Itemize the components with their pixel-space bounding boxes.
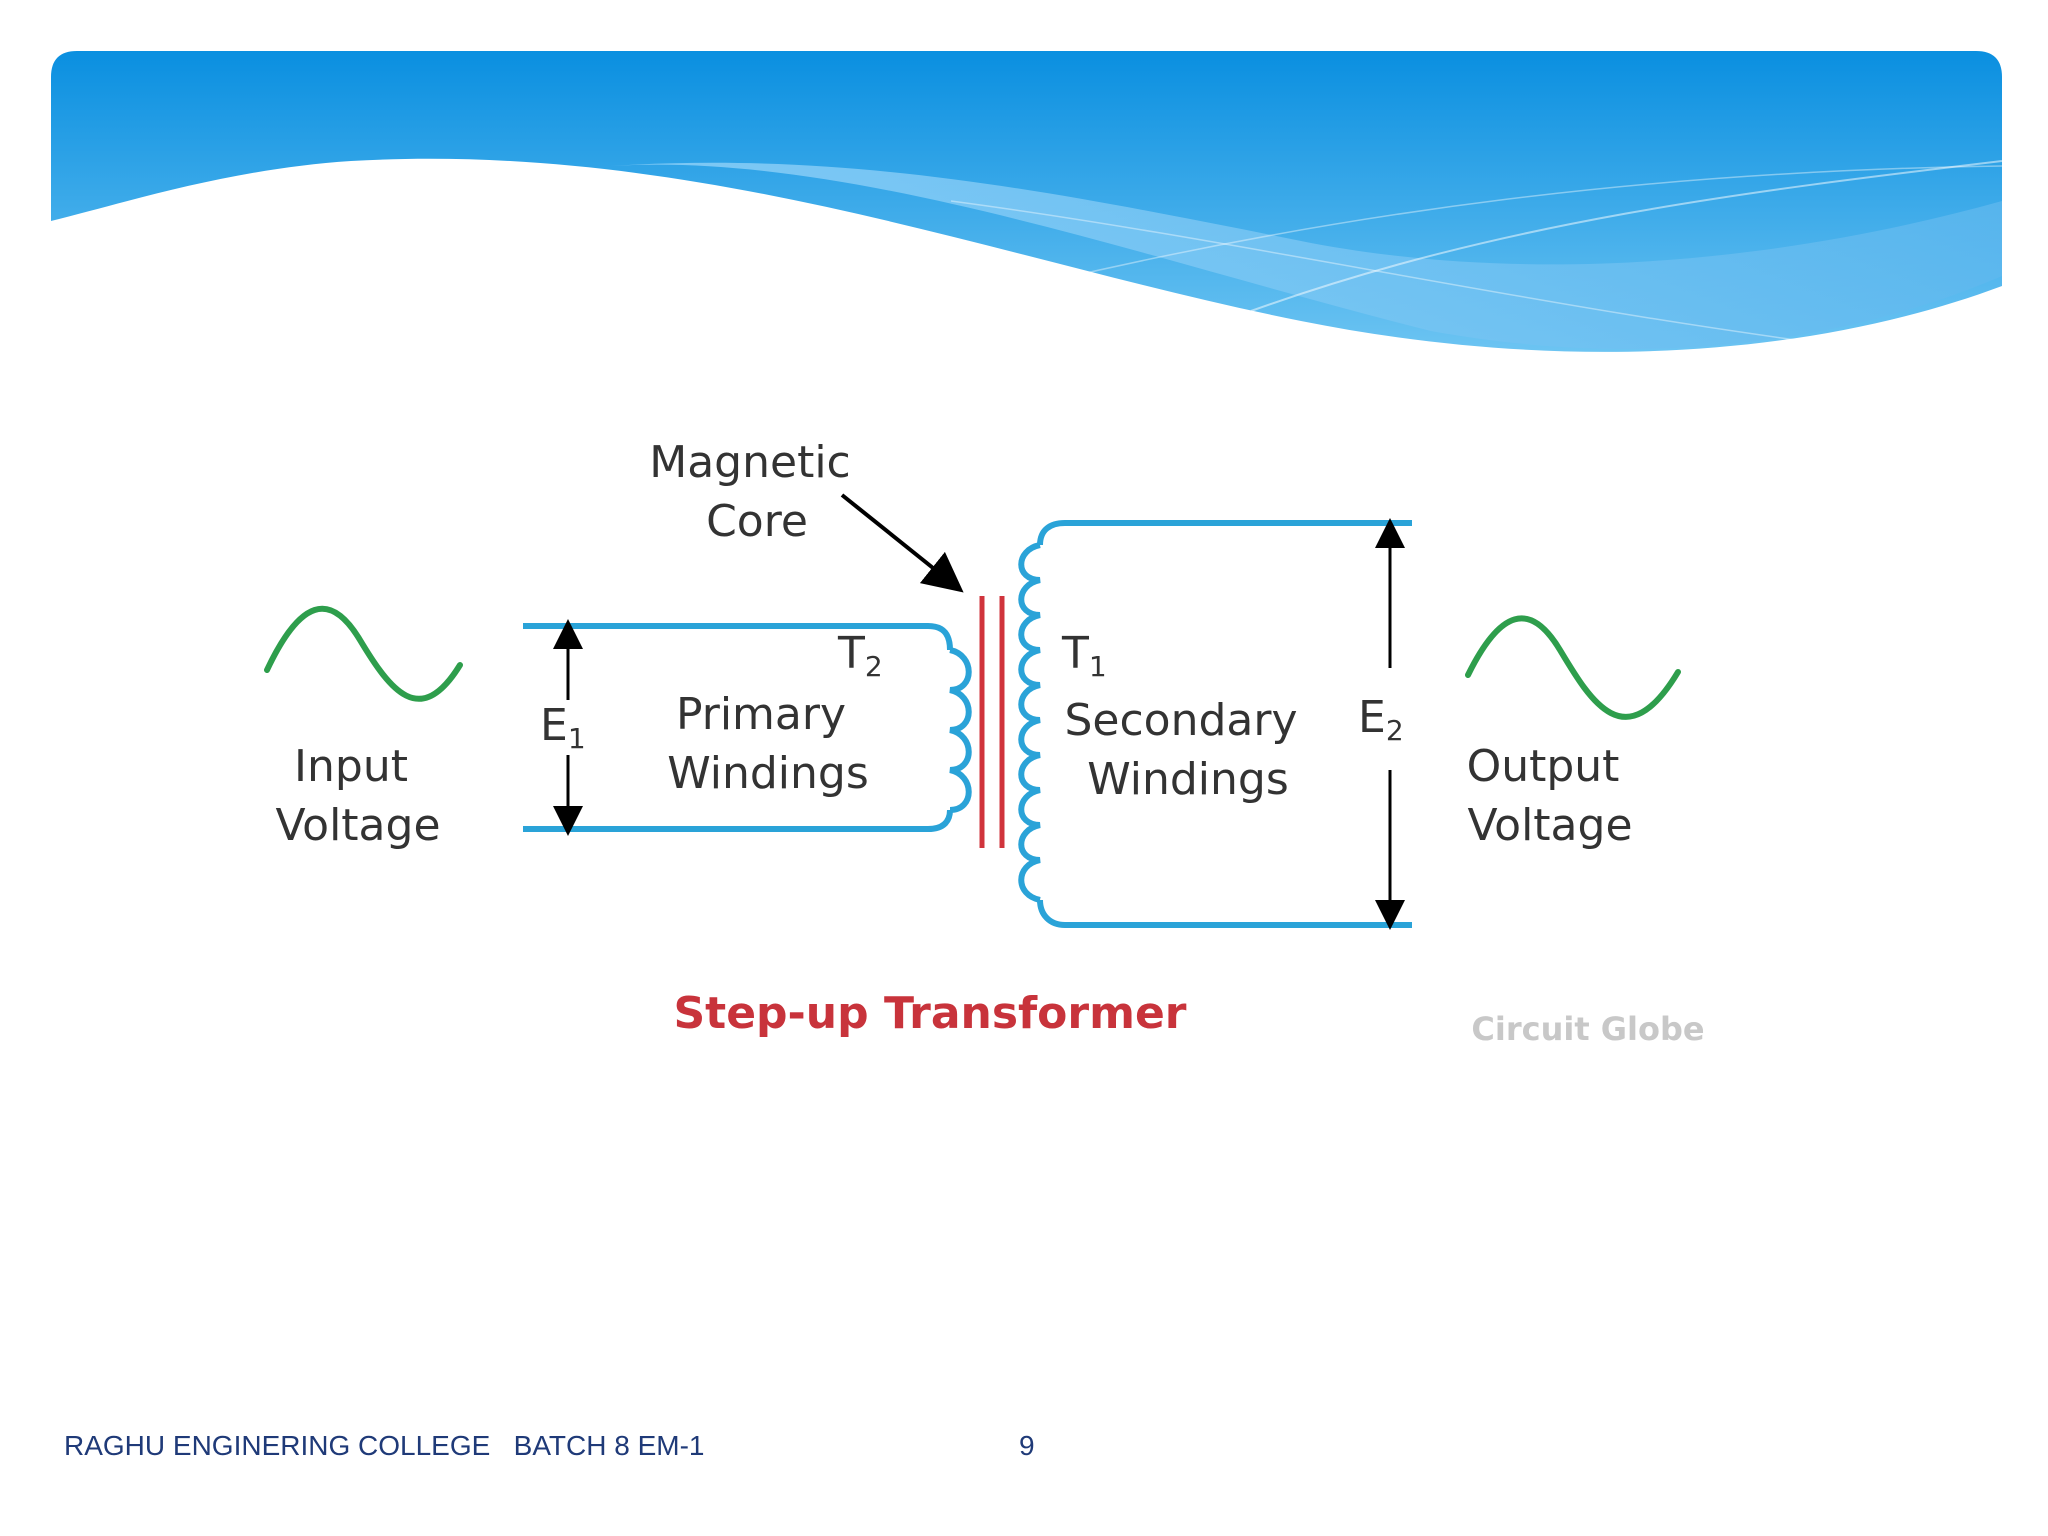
- circuit-globe-watermark: Circuit Globe: [1471, 1010, 1704, 1048]
- e1-label: E1: [540, 700, 586, 755]
- magnetic-core-label: Magnetic Core: [649, 437, 864, 547]
- t2-label: T2: [837, 628, 883, 683]
- footer-college-batch: RAGHU ENGINERING COLLEGE BATCH 8 EM-1: [64, 1430, 705, 1461]
- secondary-coil: [1018, 542, 1041, 903]
- input-voltage-label: Input Voltage: [275, 741, 440, 851]
- output-voltage-label: Output Voltage: [1467, 741, 1634, 851]
- secondary-top-wire: [1037, 520, 1412, 546]
- input-sine-wave: [264, 605, 463, 702]
- primary-windings-label: Primary Windings: [667, 689, 869, 799]
- output-sine-wave: [1465, 615, 1681, 720]
- diagram-caption: Step-up Transformer: [673, 988, 1186, 1039]
- header-wave-banner: [51, 51, 2002, 352]
- primary-top-wire: [523, 623, 953, 651]
- secondary-windings-label: Secondary Windings: [1064, 695, 1311, 805]
- primary-coil: [949, 647, 972, 813]
- primary-bottom-wire: [523, 809, 953, 832]
- t1-label: T1: [1061, 628, 1107, 683]
- secondary-bottom-wire: [1037, 899, 1412, 928]
- core-pointer-arrow: [840, 493, 964, 593]
- e2-label: E2: [1358, 692, 1404, 747]
- slide-page-number: 9: [1019, 1430, 1035, 1461]
